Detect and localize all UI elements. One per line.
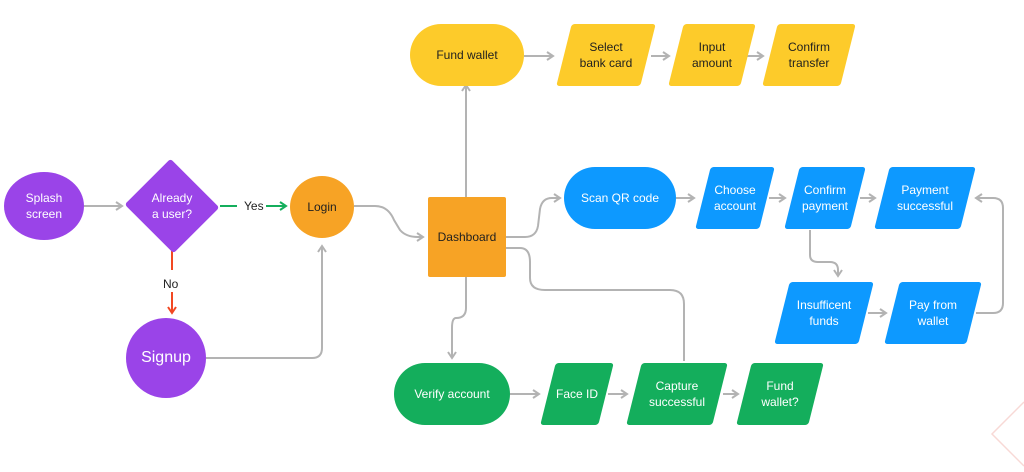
node-scan-qr-code: Scan QR code [564,167,676,229]
circle-shape [4,172,84,240]
node-confirm-transfer: Confirm transfer [762,24,856,86]
pill-shape [410,24,524,86]
no-label: No [163,277,179,291]
edge-dashboard-capture [506,247,685,361]
node-label: Verify account [414,387,490,401]
node-label: Insufficent funds [796,298,852,328]
edge-dashboard-scanqr [506,193,562,238]
node-face-id: Face ID [540,363,614,425]
rect-shape [428,197,506,277]
pill-shape [394,363,510,425]
node-label: Scan QR code [580,191,660,205]
node-label: Confirm payment [801,183,849,213]
node-label: Fund wallet [436,48,498,62]
edge-signup-login [206,244,327,359]
node-label: Choose account [713,183,757,213]
node-label: Login [307,200,337,214]
node-label: Confirm transfer [787,40,830,70]
node-fund-wallet: Fund wallet [410,24,524,86]
node-label: Already a user? [151,191,193,221]
node-pay-from-wallet: Pay from wallet [884,282,982,344]
node-label: Signup [141,349,191,366]
node-label: Splash screen [25,191,63,221]
node-login: Login [290,176,354,238]
node-dashboard: Dashboard [428,197,506,277]
node-confirm-payment: Confirm payment [784,167,866,229]
pill-shape [564,167,676,229]
node-already-a-user: Already a user? [124,158,220,254]
node-label: Dashboard [437,230,497,244]
edge-login-dashboard [354,205,425,242]
edge-dashboard-verify [447,277,467,360]
node-fund-wallet-question: Fund wallet? [736,363,824,425]
node-label: Fund wallet? [761,379,799,409]
node-label: Payment successful [896,183,954,213]
node-insufficient-funds: Insufficent funds [774,282,874,344]
node-input-amount: Input amount [668,24,756,86]
circle-shape [126,318,206,398]
circle-shape [290,176,354,238]
node-capture-successful: Capture successful [626,363,728,425]
node-label: Select bank card [579,40,633,70]
node-label: Capture successful [648,379,706,409]
node-select-bank-card: Select bank card [556,24,656,86]
node-signup: Signup [126,318,206,398]
node-payment-successful: Payment successful [874,167,976,229]
corner-decoration-icon [990,401,1024,467]
node-label: Face ID [555,387,598,401]
node-choose-account: Choose account [695,167,775,229]
yes-label: Yes [244,199,264,213]
node-splash-screen: Splash screen [4,172,84,240]
node-label: Input amount [691,40,733,70]
node-label: Pay from wallet [908,298,957,328]
edge-confirm-insufficient [809,230,843,278]
node-verify-account: Verify account [394,363,510,425]
edge-paywallet-payment [974,193,1004,314]
